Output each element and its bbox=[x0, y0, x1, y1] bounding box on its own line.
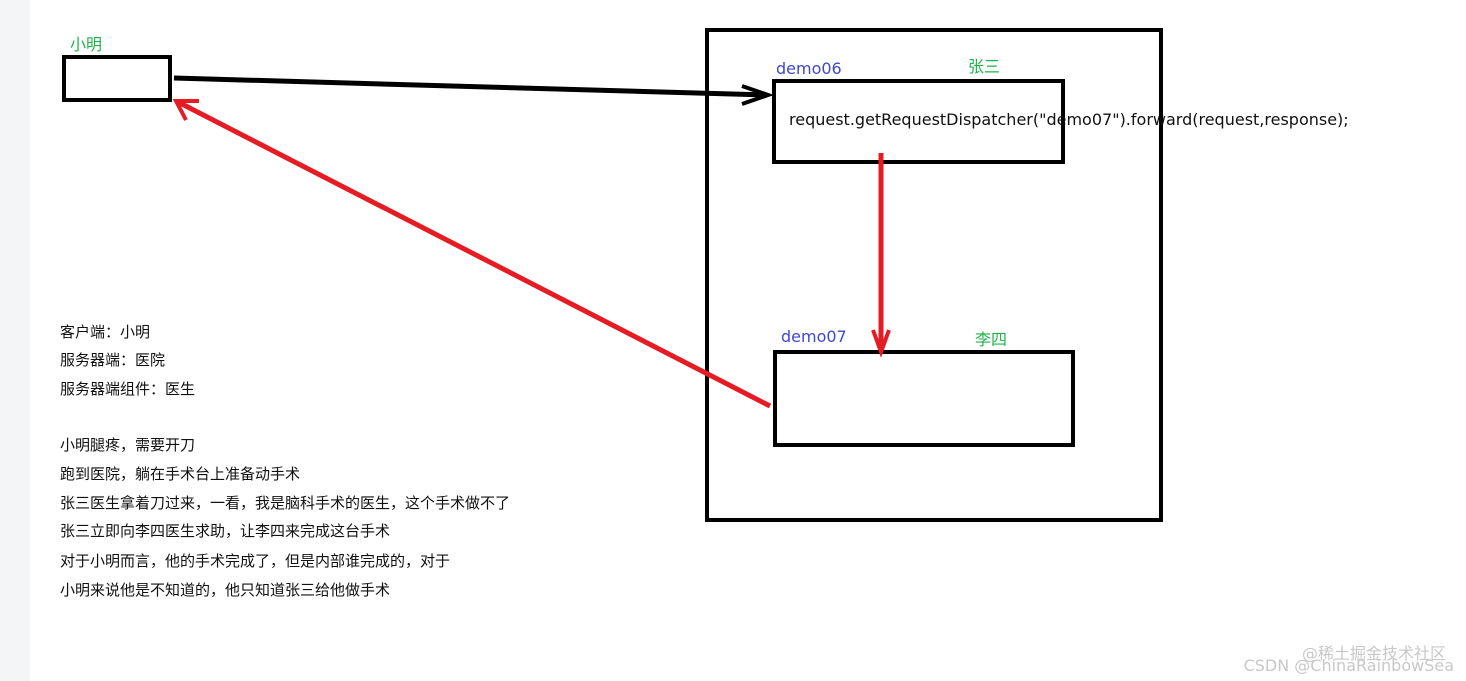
left-margin-strip bbox=[0, 0, 30, 681]
note-line: 服务器端：医院 bbox=[60, 351, 166, 369]
forward-code: request.getRequestDispatcher("demo07").f… bbox=[789, 110, 1349, 129]
note-line: 服务器端组件：医生 bbox=[60, 380, 196, 398]
note-line: 对于小明而言，他的手术完成了，但是内部谁完成的，对于 bbox=[60, 552, 451, 570]
note-line: 张三医生拿着刀过来，一看，我是脑科手术的医生，这个手术做不了 bbox=[60, 494, 511, 512]
forward-arrowhead bbox=[871, 329, 891, 358]
request-arrowhead bbox=[741, 84, 775, 106]
server-container bbox=[705, 28, 1163, 522]
demo07-label: demo07 bbox=[781, 327, 847, 346]
demo06-label: demo06 bbox=[776, 59, 842, 78]
demo07-box bbox=[773, 350, 1075, 447]
note-line: 小明腿疼，需要开刀 bbox=[60, 436, 196, 454]
note-line: 客户端：小明 bbox=[60, 323, 151, 341]
watermark-juejin: @稀土掘金技术社区 bbox=[1301, 644, 1446, 663]
request-arrow bbox=[173, 75, 767, 98]
note-line: 跑到医院，躺在手术台上准备动手术 bbox=[60, 465, 301, 483]
note-line: 小明来说他是不知道的，他只知道张三给他做手术 bbox=[60, 581, 391, 599]
watermark-csdn: CSDN @ChinaRainbowSea bbox=[1243, 656, 1454, 675]
response-arrowhead bbox=[172, 99, 199, 121]
client-label: 小明 bbox=[70, 35, 103, 54]
demo06-person-label: 张三 bbox=[968, 57, 1001, 76]
demo07-person-label: 李四 bbox=[975, 330, 1008, 349]
response-arrow bbox=[176, 99, 772, 409]
demo06-box bbox=[772, 79, 1065, 164]
client-box bbox=[62, 55, 172, 102]
note-line: 张三立即向李四医生求助，让李四来完成这台手术 bbox=[60, 522, 391, 540]
